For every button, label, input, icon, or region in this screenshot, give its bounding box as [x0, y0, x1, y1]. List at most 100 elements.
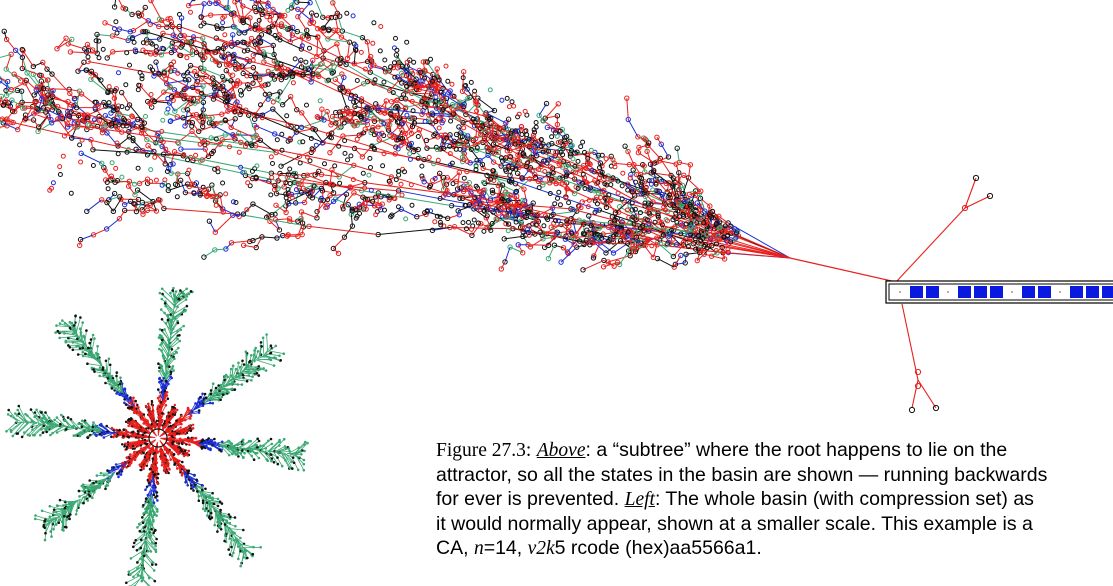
state-node	[659, 222, 665, 228]
state-node	[472, 88, 478, 94]
basin-arm-small	[120, 438, 149, 449]
state-node	[526, 232, 532, 238]
state-node	[404, 83, 409, 89]
state-node	[198, 113, 204, 119]
state-node	[268, 154, 274, 160]
state-node	[404, 59, 410, 65]
state-node	[148, 40, 154, 46]
state-node	[219, 25, 225, 31]
state-node	[378, 24, 384, 29]
state-node	[106, 84, 112, 90]
state-node	[267, 17, 273, 23]
state-node	[586, 197, 592, 203]
state-node	[84, 115, 90, 121]
state-node	[205, 140, 210, 146]
state-node	[583, 237, 589, 243]
state-node	[188, 9, 193, 15]
state-node	[570, 156, 576, 162]
state-node	[253, 174, 259, 180]
basin-diagram	[5, 286, 309, 586]
state-node	[630, 214, 636, 220]
state-node	[468, 192, 474, 198]
state-node	[329, 135, 334, 141]
basin-arm-small	[167, 426, 195, 438]
state-node	[233, 200, 239, 205]
state-node	[441, 223, 447, 229]
state-node	[431, 161, 437, 167]
state-node	[148, 167, 154, 173]
state-node	[386, 197, 392, 203]
state-node	[589, 168, 595, 173]
state-node	[499, 97, 505, 103]
state-node	[293, 174, 299, 180]
state-node	[556, 189, 562, 195]
state-node	[533, 124, 539, 130]
basin-arm	[34, 439, 157, 542]
attractor-cell	[1102, 286, 1113, 298]
state-node	[236, 149, 242, 155]
state-node	[223, 191, 229, 197]
state-node	[674, 193, 680, 199]
state-node	[526, 136, 532, 142]
state-node	[297, 139, 303, 145]
state-node	[376, 131, 382, 137]
state-node	[353, 48, 359, 53]
state-node	[330, 182, 336, 188]
state-node	[580, 139, 586, 145]
state-node	[240, 170, 246, 175]
state-node	[629, 200, 635, 206]
state-node	[93, 38, 99, 44]
subtree-branch	[54, 0, 791, 259]
state-node	[300, 139, 306, 145]
state-node	[78, 159, 84, 165]
state-node	[124, 149, 130, 155]
attractor-cell	[910, 286, 923, 298]
state-node	[367, 155, 373, 161]
state-node	[430, 112, 436, 118]
state-node	[653, 181, 659, 187]
state-node	[433, 144, 439, 150]
state-node	[631, 221, 637, 227]
state-node	[725, 249, 731, 255]
state-node	[467, 185, 473, 191]
state-node	[277, 72, 283, 78]
state-node	[674, 214, 680, 220]
state-node	[259, 115, 265, 121]
state-node	[627, 175, 633, 181]
state-node	[548, 155, 554, 161]
state-node	[566, 200, 572, 206]
state-node	[388, 174, 394, 180]
state-node	[519, 132, 525, 137]
state-node	[337, 61, 343, 67]
state-node	[127, 35, 132, 41]
state-node	[525, 160, 531, 166]
basin-arm-small	[124, 416, 150, 434]
state-node	[688, 224, 694, 230]
state-node	[342, 150, 348, 156]
state-node	[721, 229, 727, 235]
state-node	[404, 112, 410, 118]
attractor-gap	[1059, 291, 1061, 293]
state-node	[368, 165, 373, 170]
root-edges	[895, 174, 994, 414]
state-node	[143, 113, 148, 119]
state-node	[193, 152, 199, 158]
state-node	[585, 155, 591, 161]
state-node	[460, 75, 466, 81]
state-node	[182, 92, 188, 98]
state-node	[159, 182, 165, 188]
state-node	[399, 192, 405, 198]
state-node	[533, 120, 539, 125]
state-node	[381, 120, 387, 126]
state-node	[359, 115, 364, 121]
state-node	[382, 57, 388, 63]
state-node	[721, 249, 726, 255]
state-node	[279, 131, 285, 137]
state-node	[734, 230, 739, 236]
state-node	[471, 217, 477, 223]
state-node	[399, 70, 404, 76]
state-node	[500, 196, 505, 202]
state-node	[198, 23, 204, 29]
state-node	[462, 202, 468, 208]
basin-arm-small	[138, 446, 154, 472]
